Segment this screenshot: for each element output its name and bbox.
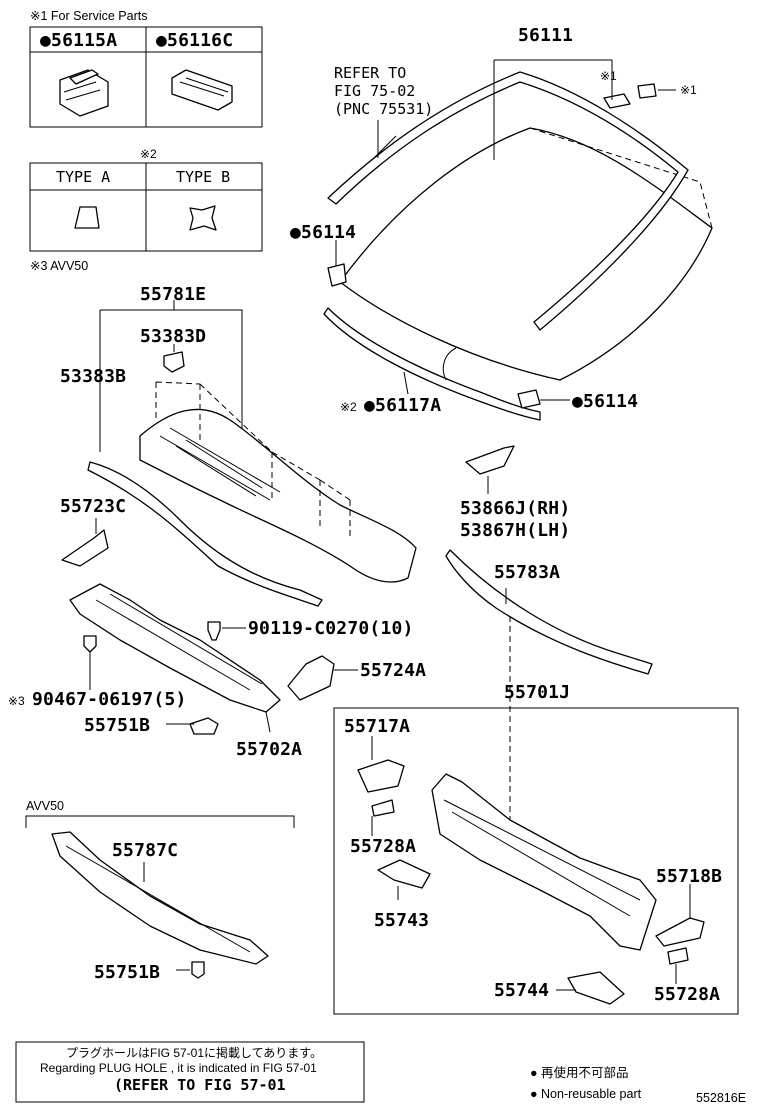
leader-55701j-group (371, 736, 691, 991)
leader-56117a (403, 371, 409, 395)
leader-avv50-group (143, 862, 190, 971)
part-number-55728a-b[interactable]: 55728A (654, 984, 720, 1005)
group-box-55701j (333, 707, 739, 1015)
plug-hole-note-box (15, 1041, 365, 1103)
part-number-55701j[interactable]: 55701J (504, 682, 570, 703)
bracket-55781e (99, 309, 243, 452)
part-number-53866j[interactable]: 53866J(RH) (460, 498, 570, 519)
clip-56116c-drawing (171, 69, 233, 111)
panel-55701j[interactable] (431, 773, 657, 951)
bracket-55717a[interactable] (357, 759, 405, 793)
part-number-55723c[interactable]: 55723C (60, 496, 126, 517)
clip-56114-right[interactable] (517, 389, 541, 409)
legend-jp: ● 再使用不可部品 (530, 1065, 629, 1080)
part-number-90119[interactable]: 90119-C0270(10) (248, 618, 414, 639)
part-number-55702a[interactable]: 55702A (236, 739, 302, 760)
refer-fig75-line3[interactable]: (PNC 75531) (334, 100, 433, 118)
part-number-55724a[interactable]: 55724A (360, 660, 426, 681)
part-number-53383d[interactable]: 53383D (140, 326, 206, 347)
molding-56117a[interactable] (323, 307, 541, 421)
bracket-avv50 (25, 815, 295, 828)
type-b-shape (189, 205, 217, 231)
clip-53383d[interactable] (163, 351, 185, 373)
bracket-55718b[interactable] (655, 917, 705, 947)
figure-code: 552816E (696, 1091, 746, 1105)
cowl-panel-55702a[interactable] (69, 583, 281, 713)
plug-hole-refer-link[interactable]: (REFER TO FIG 57-01 (114, 1076, 286, 1094)
type-a-label: TYPE A (56, 168, 110, 186)
seal-53866j[interactable] (465, 445, 515, 475)
type-b-label: TYPE B (176, 168, 230, 186)
pad-55728a-b[interactable] (667, 947, 689, 965)
mark-3-90467: ※3 (8, 694, 25, 708)
part-number-90467[interactable]: 90467-06197(5) (32, 689, 187, 710)
plug-hole-note-en: Regarding PLUG HOLE , it is indicated in… (40, 1061, 317, 1075)
part-number-55717a[interactable]: 55717A (344, 716, 410, 737)
bolt-90467[interactable] (83, 635, 97, 653)
part-number-53867h[interactable]: 53867H(LH) (460, 520, 570, 541)
part-number-55787c[interactable]: 55787C (112, 840, 178, 861)
part-number-56114-left[interactable]: ●56114 (290, 222, 356, 243)
clip-56114-left[interactable] (327, 263, 347, 287)
service-part-label-56115a[interactable]: ●56115A (40, 30, 117, 51)
part-number-53383b[interactable]: 53383B (60, 366, 126, 387)
refer-fig75-line2[interactable]: FIG 75-02 (334, 82, 415, 100)
bracket-55723c[interactable] (61, 529, 109, 567)
avv50-label: AVV50 (26, 799, 64, 813)
part-number-55781e[interactable]: 55781E (140, 284, 206, 305)
part-number-55751b-a[interactable]: 55751B (84, 715, 150, 736)
bracket-55724a[interactable] (287, 655, 335, 701)
part-number-55728a-a[interactable]: 55728A (350, 836, 416, 857)
panel-55787c[interactable] (51, 831, 269, 965)
wire-harness (442, 347, 457, 381)
mark-1-top: ※1 (600, 69, 617, 83)
pad-55728a-a[interactable] (371, 799, 395, 817)
bolt-90119[interactable] (207, 621, 221, 641)
part-number-55744[interactable]: 55744 (494, 980, 549, 1001)
part-number-55718b[interactable]: 55718B (656, 866, 722, 887)
type-a-shape (74, 206, 100, 229)
clip-service-1[interactable] (603, 83, 657, 109)
part-number-55743[interactable]: 55743 (374, 910, 429, 931)
type-table (29, 162, 263, 252)
windshield-glass-56111[interactable] (339, 127, 713, 381)
clip-56115a-drawing (59, 69, 109, 117)
refer-fig75-line1[interactable]: REFER TO (334, 64, 406, 82)
part-number-56111[interactable]: 56111 (518, 25, 573, 46)
fastener-55751b[interactable] (189, 717, 219, 735)
bracket-55743[interactable] (377, 859, 431, 889)
bracket-55744[interactable] (567, 971, 625, 1005)
service-parts-note: ※1 For Service Parts (30, 9, 147, 23)
mark-2-56117a: ※2 (340, 400, 357, 414)
type-note-mark: ※2 (140, 147, 157, 161)
fastener-55751b-b[interactable] (191, 961, 205, 979)
part-number-55751b-b[interactable]: 55751B (94, 962, 160, 983)
louver-55781e[interactable] (139, 381, 417, 583)
plug-hole-note-jp: プラグホールはFIG 57-01に掲載してあります。 (66, 1045, 322, 1060)
avv50-note: ※3 AVV50 (30, 259, 88, 273)
legend-en: ● Non-reusable part (530, 1087, 642, 1101)
part-number-55783a[interactable]: 55783A (494, 562, 560, 583)
seal-53383b[interactable] (87, 461, 323, 607)
leader-55702a-group (89, 627, 271, 733)
mark-1-right: ※1 (680, 83, 697, 97)
service-part-label-56116c[interactable]: ●56116C (156, 30, 233, 51)
part-number-56114-right[interactable]: ●56114 (572, 391, 638, 412)
part-number-56117a[interactable]: ●56117A (364, 395, 441, 416)
leader-56111 (493, 59, 613, 160)
seal-55783a[interactable] (445, 549, 653, 675)
service-parts-table (29, 26, 263, 128)
